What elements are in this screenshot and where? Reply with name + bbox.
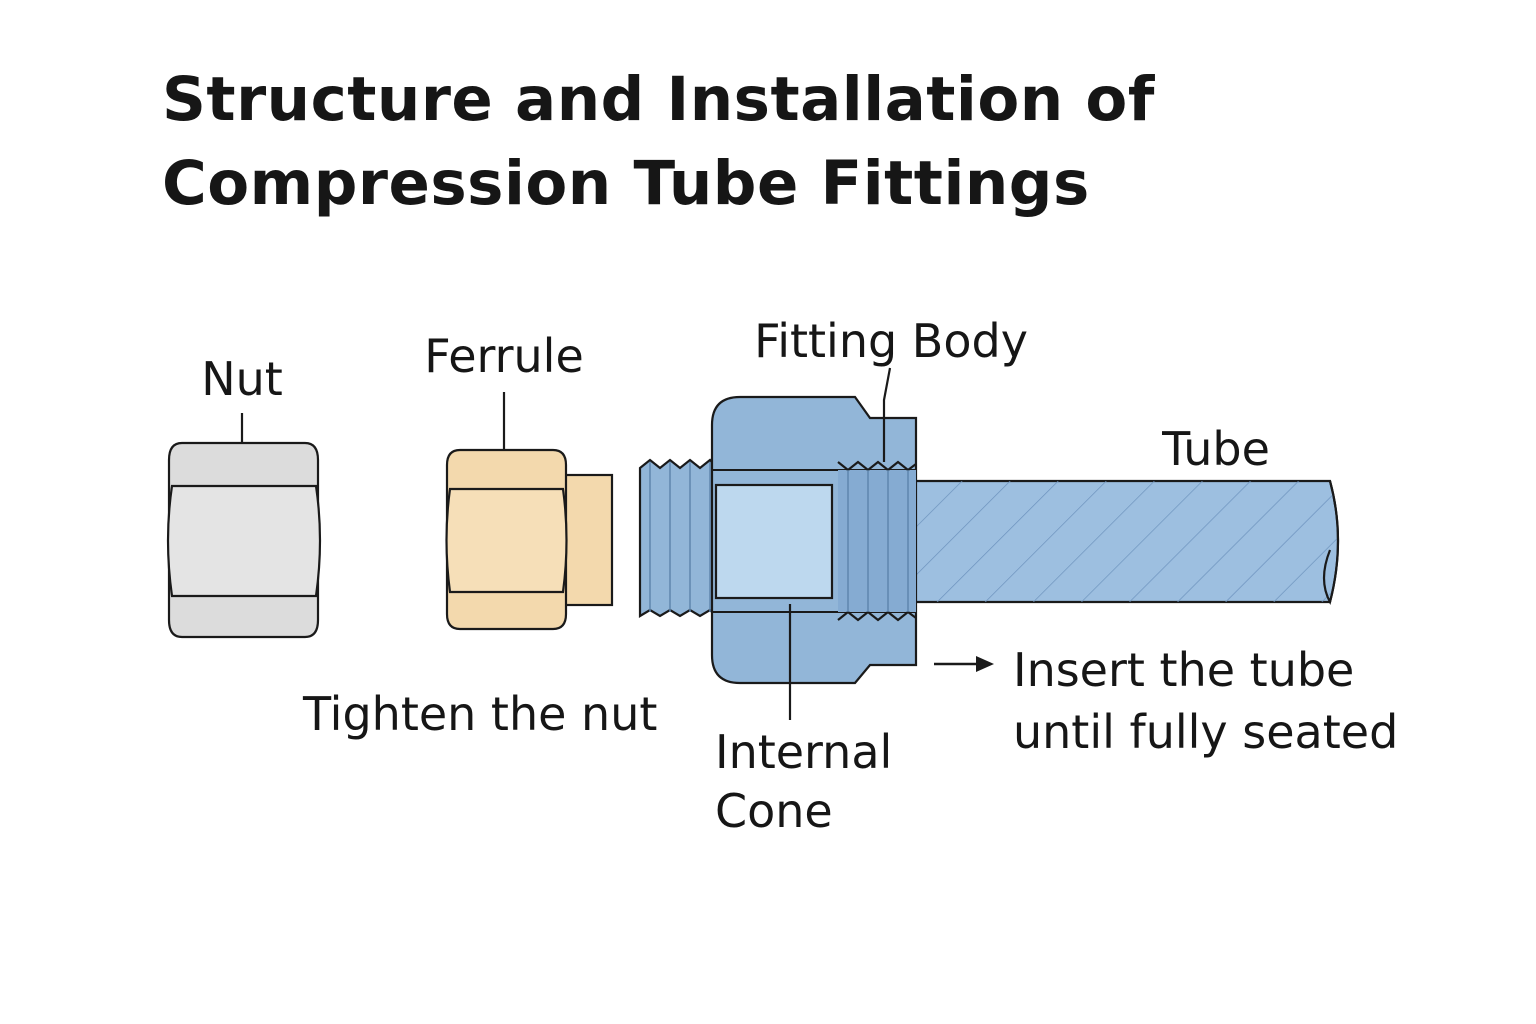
- fitting-body-leader: [882, 367, 892, 462]
- fitting-body: [638, 395, 918, 685]
- ferrule-label: Ferrule: [424, 329, 584, 383]
- insert-tube-label-line1: Insert the tube: [1013, 643, 1354, 697]
- page-title: Structure and Installation of Compressio…: [162, 58, 1155, 226]
- nut: [166, 441, 322, 639]
- tighten-nut-label: Tighten the nut: [302, 687, 657, 741]
- title-line-1: Structure and Installation of: [162, 64, 1155, 135]
- ferrule: [445, 448, 614, 631]
- internal-cone-label-line1: Internal: [715, 725, 892, 779]
- nut-label: Nut: [201, 352, 283, 406]
- title-line-2: Compression Tube Fittings: [162, 148, 1090, 219]
- fitting-body-label: Fitting Body: [754, 314, 1028, 368]
- tube-label: Tube: [1161, 422, 1270, 476]
- tube: [910, 479, 1340, 605]
- insert-arrow: [934, 656, 994, 672]
- internal-cone-label-line2: Cone: [715, 784, 833, 838]
- insert-tube-label-line2: until fully seated: [1013, 705, 1398, 759]
